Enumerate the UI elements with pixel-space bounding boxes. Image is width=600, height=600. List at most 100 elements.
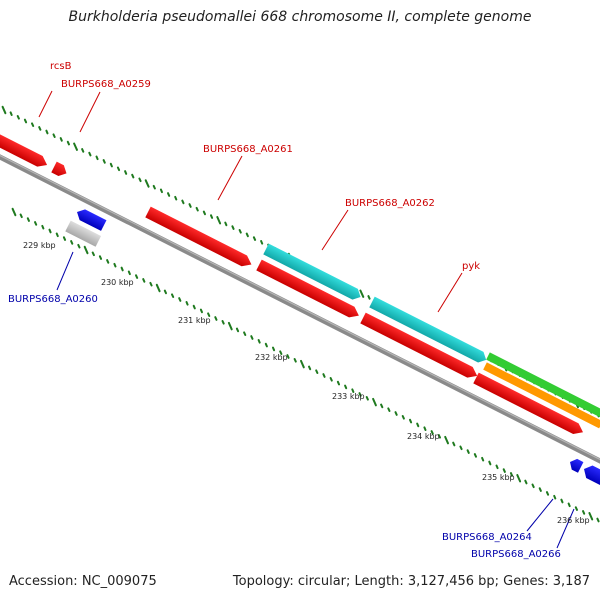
minor-tick [459,445,463,451]
minor-tick [367,295,371,300]
kbp-label: 231 kbp [178,316,211,325]
minor-tick [138,177,142,183]
minor-tick [34,221,38,226]
minor-tick [135,274,139,279]
gene-BURPS668_A0266-arrow[interactable] [581,463,600,489]
kbp-label: 235 kbp [482,473,515,482]
gene-label-BURPS668_A0260[interactable]: BURPS668_A0260 [8,294,98,305]
minor-tick [495,464,499,470]
kbp-label: 234 kbp [407,432,440,441]
major-tick [516,474,522,483]
gene-label-BURPS668_A0259[interactable]: BURPS668_A0259 [61,79,151,90]
minor-tick [127,270,131,276]
green-feature[interactable] [486,352,600,419]
minor-tick [437,434,441,439]
gene-label-BURPS668_A0264[interactable]: BURPS668_A0264 [442,532,532,543]
minor-tick [152,184,156,190]
minor-tick [252,236,257,241]
major-tick [73,142,78,151]
minor-tick [16,115,20,120]
accession-text: Accession: NC_009075 [9,574,157,589]
minor-tick [336,380,340,386]
minor-tick [260,240,264,245]
minor-tick [365,396,369,401]
minor-tick [481,456,485,462]
minor-tick [452,441,456,447]
minor-tick [430,430,434,435]
minor-tick [574,506,578,511]
minor-tick [245,232,249,238]
genome-backbone-highlight [0,154,600,461]
kbp-label: 230 kbp [101,278,134,287]
gene-label-pyk[interactable]: pyk [462,261,480,272]
major-tick [144,179,150,188]
minor-tick [545,491,550,496]
minor-tick [235,327,240,333]
gene-pyk-arrow[interactable] [360,312,480,382]
minor-tick [243,331,247,336]
minor-tick [41,224,45,230]
minor-tick [344,384,348,390]
gene-BURPS668_A0262-cyan-feature[interactable] [263,243,363,303]
minor-tick [286,354,290,359]
major-tick [359,289,365,298]
gene-rcsB-arrow[interactable] [0,130,50,171]
minor-tick [214,316,218,321]
minor-tick [109,162,113,168]
gene-label-rcsB[interactable]: rcsB [50,61,72,72]
major-tick [11,207,17,217]
kbp-label: 233 kbp [332,392,365,401]
minor-tick [423,426,427,431]
leader-line-BURPS668_A0262 [321,209,349,251]
minor-tick [81,148,85,153]
minor-tick [380,403,384,409]
minor-tick [174,195,178,201]
minor-tick [142,278,146,283]
minor-tick [329,377,333,382]
gene-BURPS668_A0264-arrow[interactable] [567,457,584,473]
major-tick [83,245,89,255]
minor-tick [131,173,135,179]
orange-feature[interactable] [483,362,600,429]
minor-tick [293,358,297,363]
minor-tick [231,225,235,230]
lower-tick-ruler [11,207,600,523]
gray-feature[interactable] [65,220,102,247]
gene-BURPS668_A0261-arrow[interactable] [145,206,254,270]
gene-label-BURPS668_A0266[interactable]: BURPS668_A0266 [471,549,561,560]
kbp-labels: 229 kbp 230 kbp 231 kbp 232 kbp 233 kbp … [23,241,590,525]
leader-line-BURPS668_A0260 [56,251,74,291]
gene-BURPS668_A0260-arrow[interactable] [74,207,107,231]
gene-BURPS668_A0259-arrow[interactable] [51,161,69,179]
minor-tick [538,487,542,492]
gene-pyk-cyan-feature[interactable] [369,296,489,366]
major-tick [155,283,161,293]
minor-tick [70,240,74,245]
minor-tick [322,373,326,378]
red-feature-right[interactable] [473,372,585,438]
minor-tick [59,137,63,142]
gene-label-BURPS668_A0262[interactable]: BURPS668_A0262 [345,198,435,209]
kbp-label: 236 kbp [557,516,590,525]
minor-tick [264,342,268,348]
minor-tick [531,483,535,489]
minor-tick [488,460,492,466]
minor-tick [351,388,355,393]
minor-tick [582,510,586,515]
minor-tick [55,232,59,238]
minor-tick [195,206,199,212]
minor-tick [52,133,56,138]
minor-tick [553,494,557,500]
map-title: Burkholderia pseudomallei 668 chromosome… [68,9,532,25]
minor-tick [567,502,571,508]
minor-tick [95,155,99,161]
minor-tick [409,418,413,424]
minor-tick [23,118,28,124]
minor-tick [163,289,167,295]
minor-tick [120,266,124,272]
minor-tick [279,350,283,355]
gene-label-BURPS668_A0261[interactable]: BURPS668_A0261 [203,144,293,155]
minor-tick [26,217,30,222]
gene-BURPS668_A0262-arrow[interactable] [256,259,361,321]
